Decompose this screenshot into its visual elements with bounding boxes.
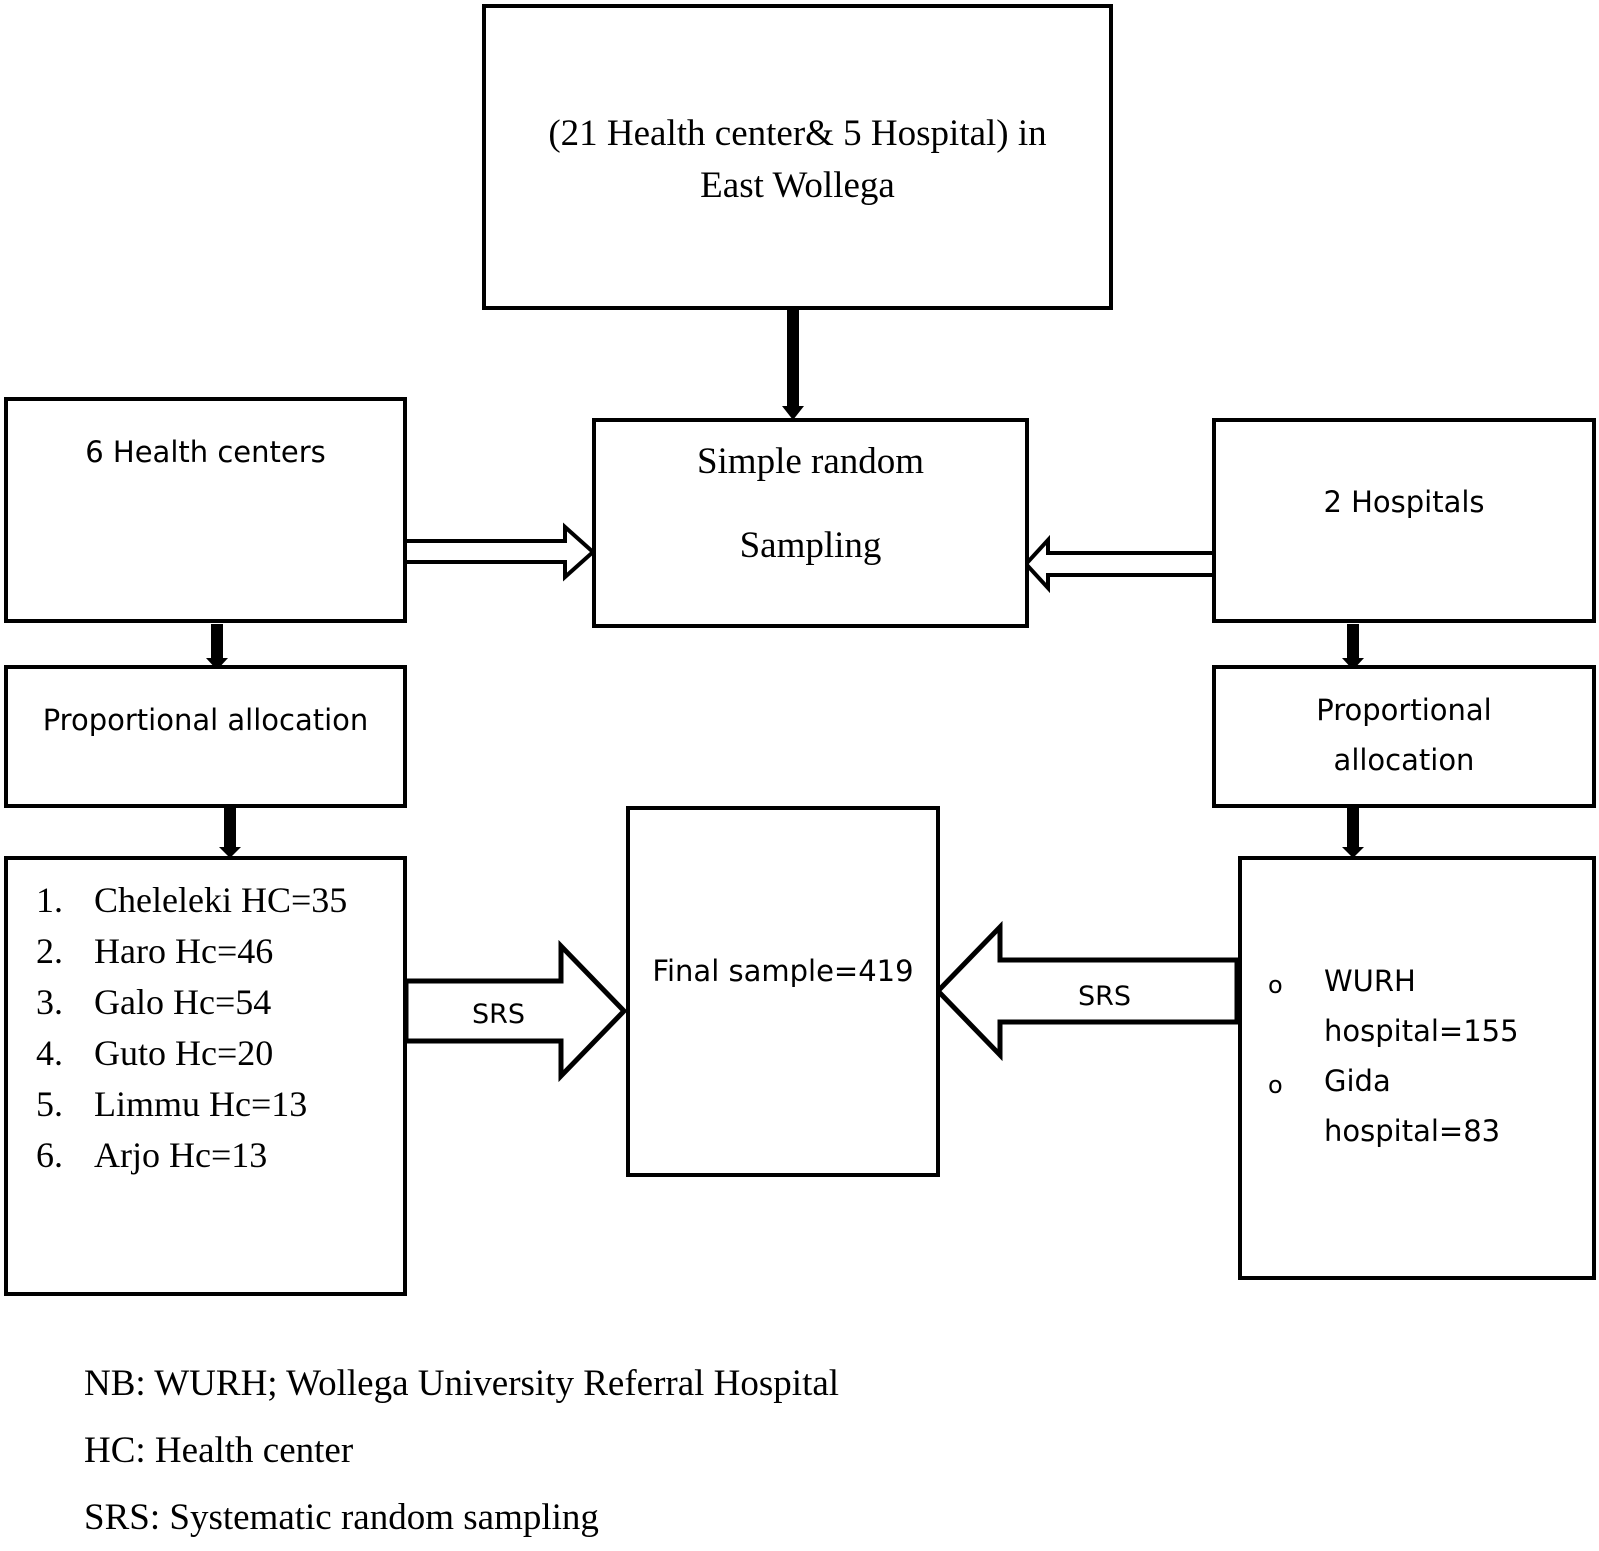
sampling-line-1: Simple random (696, 441, 925, 482)
item-number: 5. (36, 1083, 63, 1124)
hospital-count: hospital=155 (1324, 1014, 1519, 1048)
item-text: Haro Hc=46 (94, 930, 274, 971)
item-number: 3. (36, 981, 63, 1022)
hospital-name: WURH (1324, 964, 1416, 998)
final-sample-box: Final sample=419 (626, 806, 940, 1177)
arrow-right-box-to-alloc (1342, 624, 1364, 670)
right-allocation-line-2: allocation (1333, 743, 1475, 777)
list-item: 2. Haro Hc=46 (36, 925, 347, 976)
left-allocation-label: Proportional allocation (42, 703, 369, 737)
population-box: (21 Health center& 5 Hospital) in East W… (482, 4, 1113, 310)
item-number: 6. (36, 1134, 63, 1175)
item-text: Cheleleki HC=35 (94, 879, 348, 920)
hospitals-label: 2 Hospitals (1323, 485, 1485, 519)
arrow-left-box-to-alloc (206, 624, 228, 670)
note-hc: HC: Health center (84, 1430, 354, 1471)
notes: NB: WURH; Wollega University Referral Ho… (84, 1350, 839, 1551)
list-item: 6. Arjo Hc=13 (36, 1129, 347, 1180)
item-text: Arjo Hc=13 (94, 1134, 268, 1175)
left-proportional-allocation-box: Proportional allocation (4, 665, 407, 808)
item-text: Limmu Hc=13 (94, 1083, 308, 1124)
circle-bullet-icon: o (1268, 971, 1283, 999)
right-srs-label: SRS (1078, 981, 1132, 1012)
population-line-1: (21 Health center& 5 Hospital) in (548, 113, 1047, 154)
hospital-list: o WURH hospital=155 o Gida hospital=83 (1268, 956, 1519, 1156)
final-sample-label: Final sample=419 (652, 954, 914, 988)
list-item: 1. Cheleleki HC=35 (36, 874, 347, 925)
population-line-2: East Wollega (700, 165, 895, 206)
simple-random-sampling-box: Simple random Sampling (592, 418, 1029, 628)
health-center-list: 1. Cheleleki HC=35 2. Haro Hc=46 3. Galo Hc… (36, 874, 347, 1180)
health-centers-box: 6 Health centers (4, 397, 407, 623)
item-number: 4. (36, 1032, 63, 1073)
list-item: o Gida hospital=83 (1268, 1056, 1519, 1156)
list-item: 5. Limmu Hc=13 (36, 1078, 347, 1129)
item-number: 2. (36, 930, 63, 971)
item-number: 1. (36, 879, 63, 920)
arrow-top-to-center (782, 310, 804, 420)
right-proportional-allocation-box: Proportional allocation (1212, 665, 1596, 808)
arrow-right-to-center (1023, 534, 1213, 594)
arrow-hospital-list-to-final (934, 920, 1240, 1062)
arrow-left-to-center (406, 522, 597, 582)
left-srs-label: SRS (472, 999, 526, 1030)
arrow-left-alloc-to-list (219, 807, 241, 858)
right-allocation-line-1: Proportional (1316, 693, 1492, 727)
hospitals-box: 2 Hospitals (1212, 418, 1596, 623)
item-text: Guto Hc=20 (94, 1032, 274, 1073)
hospital-list-box: o WURH hospital=155 o Gida hospital=83 (1238, 856, 1596, 1280)
note-wurh: NB: WURH; Wollega University Referral Ho… (84, 1363, 840, 1404)
sampling-line-2: Sampling (739, 525, 882, 566)
item-text: Galo Hc=54 (94, 981, 272, 1022)
arrow-hc-list-to-final (403, 939, 628, 1083)
circle-bullet-icon: o (1268, 1071, 1283, 1099)
health-centers-label: 6 Health centers (85, 435, 326, 469)
list-item: 3. Galo Hc=54 (36, 976, 347, 1027)
list-item: 4. Guto Hc=20 (36, 1027, 347, 1078)
hospital-count: hospital=83 (1324, 1114, 1501, 1148)
arrow-right-alloc-to-list (1342, 807, 1364, 858)
health-center-list-box: 1. Cheleleki HC=35 2. Haro Hc=46 3. Galo Hc… (4, 856, 407, 1296)
hospital-name: Gida (1324, 1064, 1391, 1098)
note-srs: SRS: Systematic random sampling (84, 1497, 599, 1538)
list-item: o WURH hospital=155 (1268, 956, 1519, 1056)
